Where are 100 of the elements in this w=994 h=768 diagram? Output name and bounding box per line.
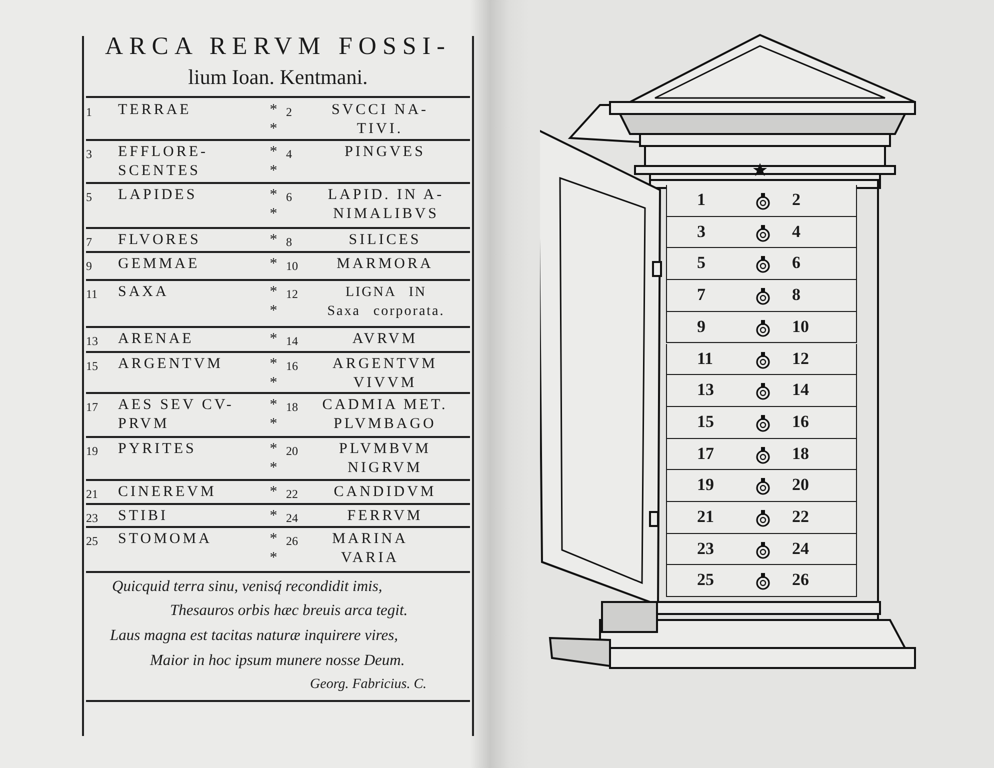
asterisk-mark: * * (268, 530, 278, 568)
drawer-number: 10 (792, 316, 809, 337)
asterisk-mark: * * (268, 186, 278, 224)
verse-line: Maior in hoc ipsum munere nosse Deum. (150, 652, 405, 670)
drawer-number: 1 (697, 190, 706, 210)
drawer (666, 565, 857, 598)
drawer-number: 7 (697, 285, 706, 306)
verse-line: Laus magna est tacitas naturæ inquirere vires, (110, 627, 398, 645)
asterisk-mark: * (268, 231, 278, 250)
drawer-number: 12 (792, 348, 809, 368)
mineral-name: CINEREVM (118, 483, 218, 502)
row-number: 13 (86, 333, 98, 350)
mineral-name: SVCCI NA- TIVI. (330, 101, 430, 139)
drawer (666, 280, 857, 312)
row-number: 9 (86, 258, 92, 275)
asterisk-mark: * * (268, 396, 278, 434)
mineral-name: FLVORES (118, 231, 202, 250)
asterisk-mark: * * (268, 283, 278, 321)
asterisk-mark: * * (268, 101, 278, 139)
drawer-number: 16 (792, 412, 809, 432)
mineral-name: CANDIDVM (332, 483, 438, 502)
asterisk-mark: * (268, 483, 278, 502)
drawer-number: 13 (697, 380, 714, 400)
drawer (666, 344, 857, 376)
mineral-name: PLVMBVM NIGRVM (338, 440, 432, 478)
author-signature: Georg. Fabricius. C. (310, 677, 427, 693)
page-title: ARCA RERVM FOSSI- lium Ioan. Kentmani. (104, 32, 452, 91)
drawer (666, 406, 857, 439)
asterisk-mark: * (268, 255, 278, 274)
drawer-number: 15 (697, 412, 714, 432)
drawer (666, 312, 857, 344)
drawer-number: 11 (697, 348, 714, 368)
row-number: 23 (86, 510, 98, 527)
row-number: 5 (86, 189, 92, 206)
drawer (666, 216, 857, 248)
drawer-number: 19 (697, 475, 714, 496)
row-number: 19 (86, 443, 98, 460)
mineral-name: AVRVM (351, 330, 419, 349)
mineral-name: PINGVES (344, 143, 426, 162)
asterisk-mark: * * (268, 143, 278, 181)
row-number: 25 (86, 533, 98, 550)
mineral-name: LAPID. IN A- NIMALIBVS (326, 186, 446, 224)
drawer-number: 25 (697, 570, 714, 590)
mineral-name: PYRITES (118, 440, 198, 459)
row-number: 8 (286, 234, 292, 251)
row-number: 3 (86, 146, 92, 163)
row-number: 26 (286, 533, 298, 550)
drawer (666, 185, 857, 217)
row-number: 16 (286, 358, 298, 375)
mineral-name: LAPIDES (118, 186, 198, 205)
drawer (666, 375, 857, 407)
row-number: 12 (286, 286, 298, 303)
row-number: 22 (286, 486, 298, 503)
row-number: 18 (286, 399, 298, 416)
mineral-name: STOMOMA (118, 530, 213, 549)
row-number: 11 (86, 286, 98, 303)
row-number: 10 (286, 258, 298, 275)
verse-line: Quicquid terra sinu, venisq́ recondidit imis, (112, 578, 382, 596)
row-number: 17 (86, 399, 98, 416)
mineral-name: LIGNA IN Saxa corporata. (326, 284, 446, 321)
row-number: 14 (286, 333, 298, 350)
drawer-number: 18 (792, 444, 809, 464)
asterisk-mark: * * (268, 355, 278, 393)
drawer-number: 24 (792, 538, 809, 559)
verse-line: Thesauros orbis hæc breuis arca tegit. (170, 602, 408, 620)
drawer-number: 3 (697, 222, 706, 242)
drawer-number: 14 (792, 380, 809, 400)
mineral-name: STIBI (118, 507, 169, 526)
row-number: 1 (86, 104, 92, 121)
drawer-number: 6 (792, 253, 800, 274)
row-number: 15 (86, 358, 98, 375)
asterisk-mark: * (268, 507, 278, 526)
mineral-name: CADMIA MET. PLVMBAGO (321, 396, 449, 434)
drawer-number: 8 (792, 285, 800, 306)
drawer (666, 502, 857, 534)
mineral-name: EFFLORE- SCENTES (118, 143, 210, 181)
row-number: 2 (286, 104, 292, 121)
mineral-name: MARMORA (336, 255, 434, 274)
mineral-name: TERRAE (118, 101, 192, 120)
asterisk-mark: * * (268, 440, 278, 478)
drawer-number: 26 (792, 570, 809, 590)
mineral-name: MARINA VARIA (331, 530, 409, 568)
row-number: 24 (286, 510, 298, 527)
mineral-name: SILICES (348, 231, 422, 250)
drawer-number: 2 (792, 190, 800, 210)
drawer-number: 5 (697, 253, 706, 274)
row-number: 21 (86, 486, 98, 503)
drawer-number: 4 (792, 222, 800, 242)
drawer-number: 20 (792, 475, 809, 496)
drawer-number: 21 (697, 507, 714, 527)
mineral-name: ARGENTVM VIVVM (332, 355, 438, 393)
drawer (666, 248, 857, 280)
drawer-number: 17 (697, 444, 714, 464)
mineral-name: GEMMAE (118, 255, 201, 274)
drawer-number: 22 (792, 507, 809, 527)
mineral-name: AES SEV CV- PRVM (118, 396, 235, 434)
drawer (666, 534, 857, 566)
row-number: 6 (286, 189, 292, 206)
drawer (666, 438, 857, 470)
mineral-name: ARGENTVM (118, 355, 224, 374)
